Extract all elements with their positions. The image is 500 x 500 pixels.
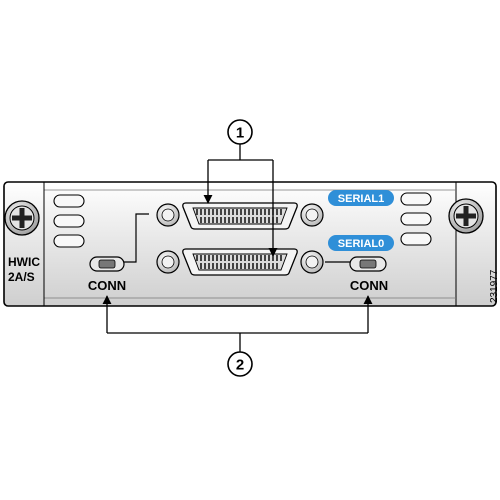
right-vent-slots xyxy=(400,192,432,246)
serial1-label-badge xyxy=(328,190,394,206)
left-led-trace xyxy=(124,213,149,263)
callout-2-leader xyxy=(102,295,373,352)
right-captive-screw-icon[interactable] xyxy=(448,198,484,234)
conn-right-label: CONN xyxy=(350,278,388,293)
serial1-port[interactable] xyxy=(156,202,324,230)
left-conn-led xyxy=(89,256,125,272)
callout-1-number: 1 xyxy=(236,125,244,142)
callout-2: 2 xyxy=(227,351,253,377)
left-vent-slots xyxy=(53,194,85,248)
callout-1: 1 xyxy=(227,119,253,145)
conn-left-label: CONN xyxy=(88,278,126,293)
module-label-line2: 2A/S xyxy=(8,270,35,284)
module-label-line1: HWIC xyxy=(8,255,40,269)
serial0-label-badge xyxy=(328,235,394,251)
figure-id: 231977 xyxy=(489,269,500,303)
faceplate xyxy=(3,181,497,307)
right-conn-led xyxy=(349,256,387,272)
serial1-label: SERIAL1 xyxy=(338,193,384,205)
left-captive-screw-icon[interactable] xyxy=(4,200,40,236)
callout-2-number: 2 xyxy=(236,357,244,374)
serial0-label: SERIAL0 xyxy=(338,238,384,250)
callout-1-leader xyxy=(203,144,278,257)
